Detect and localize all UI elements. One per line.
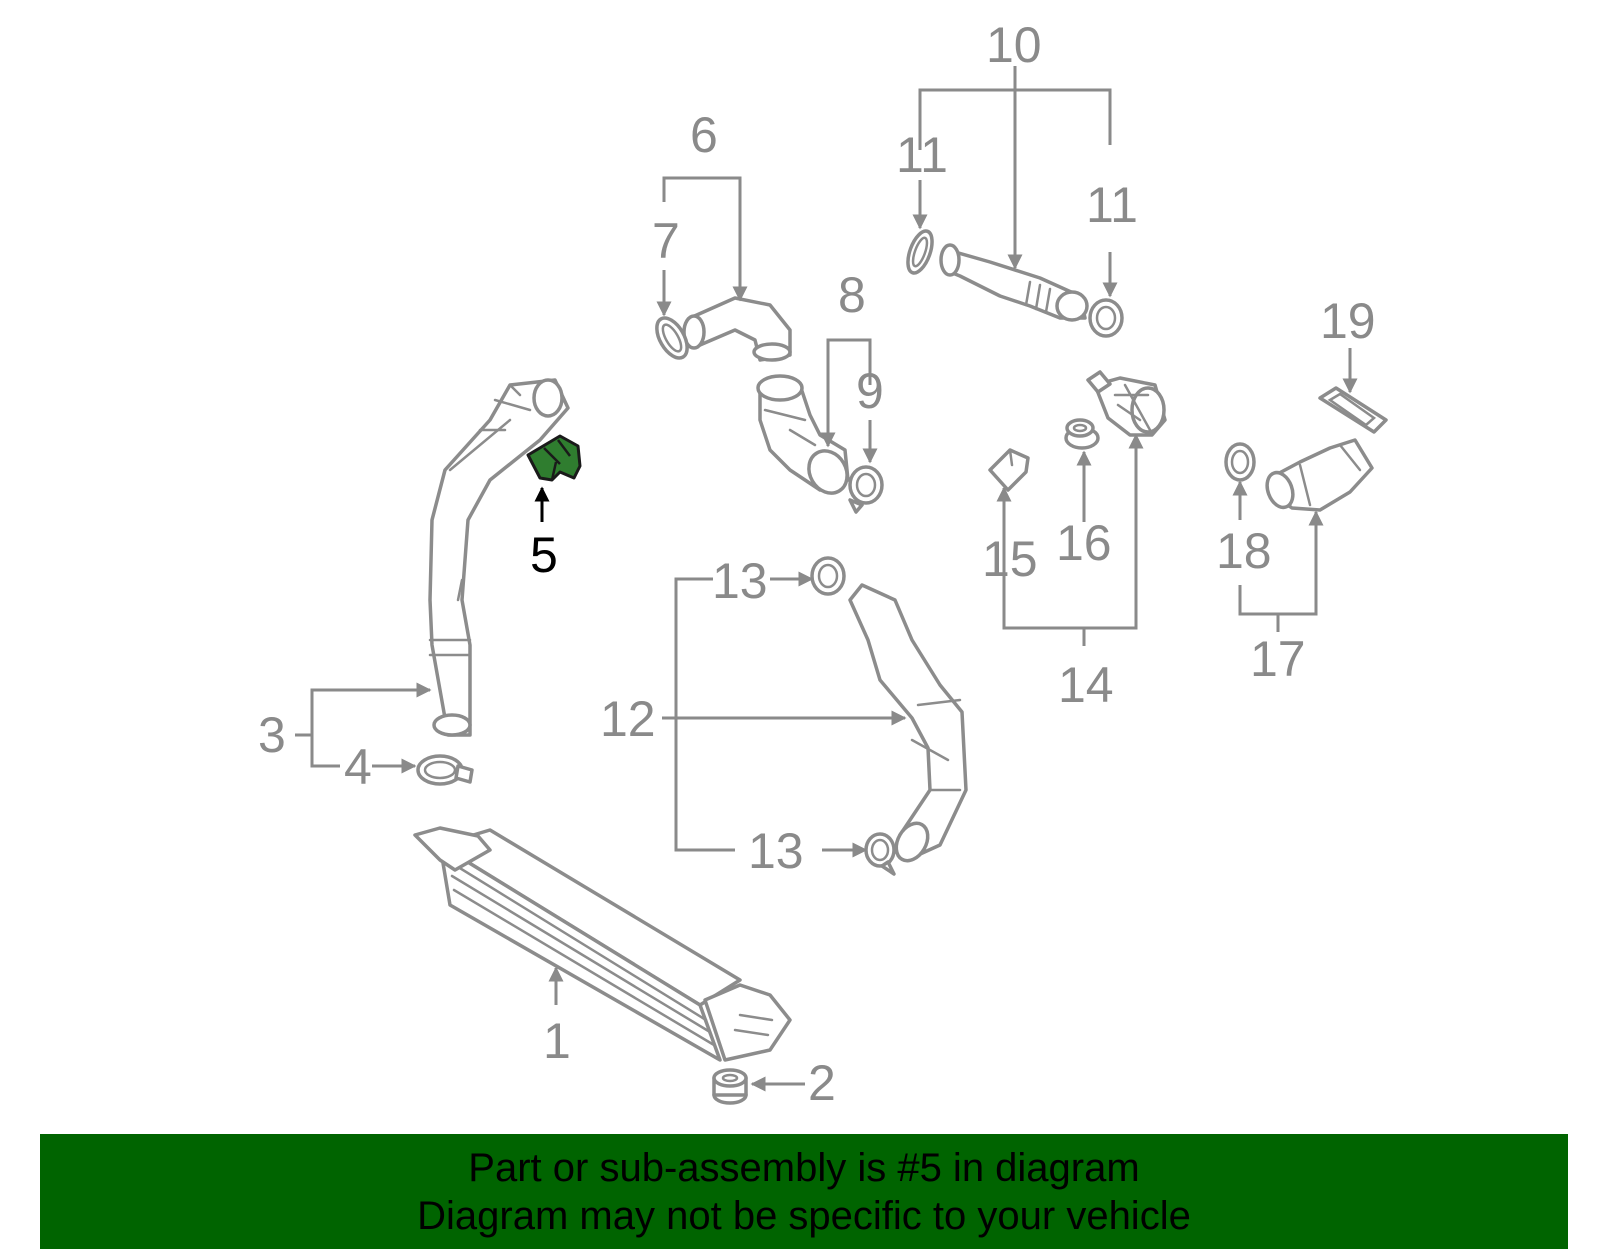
banner-line-1: Part or sub-assembly is #5 in diagram xyxy=(468,1146,1140,1190)
callout-labels: 1 2 3 4 5 6 7 8 9 10 11 11 12 13 13 14 1… xyxy=(258,17,1376,1111)
part-7-clamp xyxy=(655,316,689,360)
banner-line-2: Diagram may not be specific to your vehi… xyxy=(417,1194,1191,1238)
part-4-clamp xyxy=(416,754,474,786)
callout-6[interactable]: 6 xyxy=(690,107,718,163)
callout-13-bottom[interactable]: 13 xyxy=(748,823,804,879)
callout-9[interactable]: 9 xyxy=(856,363,884,419)
callout-4[interactable]: 4 xyxy=(344,739,372,795)
part-17-hose xyxy=(1265,438,1374,512)
callout-11-right[interactable]: 11 xyxy=(1086,177,1138,233)
callout-8[interactable]: 8 xyxy=(838,267,866,323)
callout-7[interactable]: 7 xyxy=(652,213,680,269)
callout-11-left[interactable]: 11 xyxy=(896,127,948,183)
info-banner: Part or sub-assembly is #5 in diagram Di… xyxy=(40,1134,1568,1249)
callout-15[interactable]: 15 xyxy=(982,531,1038,587)
callout-13-top[interactable]: 13 xyxy=(712,553,768,609)
callout-5[interactable]: 5 xyxy=(530,527,558,583)
part-12-hose xyxy=(848,583,968,863)
part-2-grommet xyxy=(712,1068,748,1105)
callout-14[interactable]: 14 xyxy=(1058,657,1114,713)
callout-16[interactable]: 16 xyxy=(1056,515,1112,571)
part-8-hose xyxy=(756,374,850,495)
callout-18[interactable]: 18 xyxy=(1216,523,1272,579)
part-19-seal xyxy=(1318,386,1388,434)
part-13-clamp-top xyxy=(810,556,846,596)
part-11-clamp-left xyxy=(906,229,934,275)
callout-17[interactable]: 17 xyxy=(1250,631,1306,687)
callout-12[interactable]: 12 xyxy=(600,691,656,747)
part-3-hose xyxy=(428,378,570,737)
part-13-clamp-bottom xyxy=(864,832,896,876)
part-15-block xyxy=(988,448,1030,492)
callout-3[interactable]: 3 xyxy=(258,707,286,763)
part-11-clamp-right xyxy=(1088,298,1124,338)
callout-2[interactable]: 2 xyxy=(808,1055,836,1111)
callout-19[interactable]: 19 xyxy=(1320,293,1376,349)
part-1-intercooler xyxy=(413,826,792,1062)
part-10-upper-hose xyxy=(939,243,1089,322)
part-16-grommet xyxy=(1064,418,1100,450)
part-6-elbow-hose xyxy=(682,296,792,362)
part-18-clamp xyxy=(1224,442,1256,482)
callout-1[interactable]: 1 xyxy=(543,1013,571,1069)
part-9-clamp xyxy=(848,465,884,514)
callout-10[interactable]: 10 xyxy=(986,17,1042,73)
part-5-highlighted[interactable] xyxy=(526,434,582,482)
leader-lines xyxy=(295,66,1358,1092)
part-14-valve-housing xyxy=(1086,370,1167,437)
